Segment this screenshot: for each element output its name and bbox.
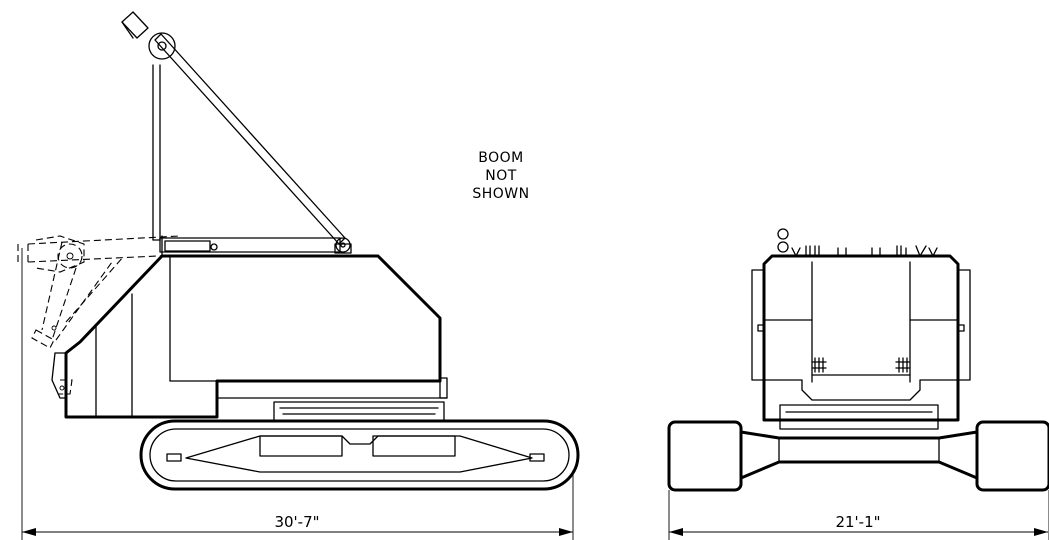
note-line-3: SHOWN (472, 186, 529, 202)
side-view: 30'-7" (17, 11, 580, 540)
front-width-dimension: 21'-1" (668, 490, 1049, 540)
side-crawler-track (139, 419, 580, 491)
side-swing-bearing (273, 401, 445, 422)
side-upper-body (51, 254, 448, 419)
side-boom-dashed-outline (17, 235, 181, 395)
note-line-1: BOOM (478, 150, 523, 166)
side-dimension-label: 30'-7" (274, 513, 319, 531)
front-top-fittings (777, 228, 938, 257)
side-width-dimension: 30'-7" (21, 248, 574, 540)
front-upper-body (751, 254, 971, 422)
front-view: 21'-1" (667, 228, 1049, 540)
note-line-2: NOT (485, 168, 517, 184)
front-dimension-label: 21'-1" (835, 513, 880, 531)
boom-note: BOOM NOT SHOWN (472, 150, 529, 202)
side-a-frame (121, 11, 352, 257)
front-swing-bearing (779, 404, 939, 430)
front-tracks (667, 420, 1049, 492)
